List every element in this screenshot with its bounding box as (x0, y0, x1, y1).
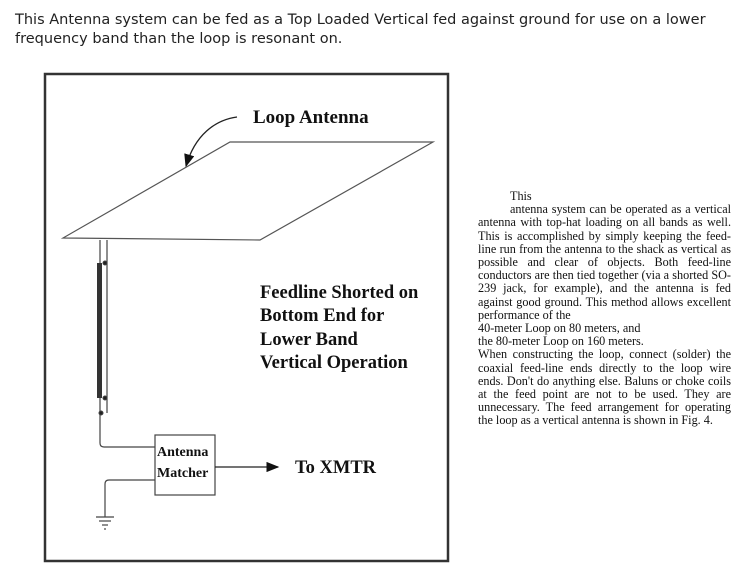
article-line: 40-meter Loop on 80 meters, and (478, 321, 641, 336)
antenna-matcher-box (154, 434, 216, 496)
loop-pointer-arrow (184, 116, 238, 168)
matcher-label: Antenna Matcher (157, 445, 212, 481)
intro-text: This Antenna system can be fed as a Top … (15, 12, 706, 47)
ground-icon (96, 516, 114, 530)
loop-label: Loop Antenna (253, 107, 369, 128)
xmtr-label: To XMTR (295, 458, 377, 478)
article-line: the 80-meter Loop on 160 meters. (478, 334, 644, 349)
figure-border (43, 72, 450, 563)
loop-antenna-shape (60, 141, 436, 241)
article-text: This antenna system can be operated as a… (478, 189, 731, 428)
article-heading: This (510, 189, 532, 203)
ground-wire (104, 479, 155, 517)
article-paragraph: antenna system can be operated as a vert… (478, 202, 731, 322)
feedline (97, 240, 155, 448)
feedline-label: Feedline Shorted on Bottom End for Lower… (260, 283, 423, 373)
article-paragraph: When constructing the loop, connect (sol… (478, 347, 731, 428)
